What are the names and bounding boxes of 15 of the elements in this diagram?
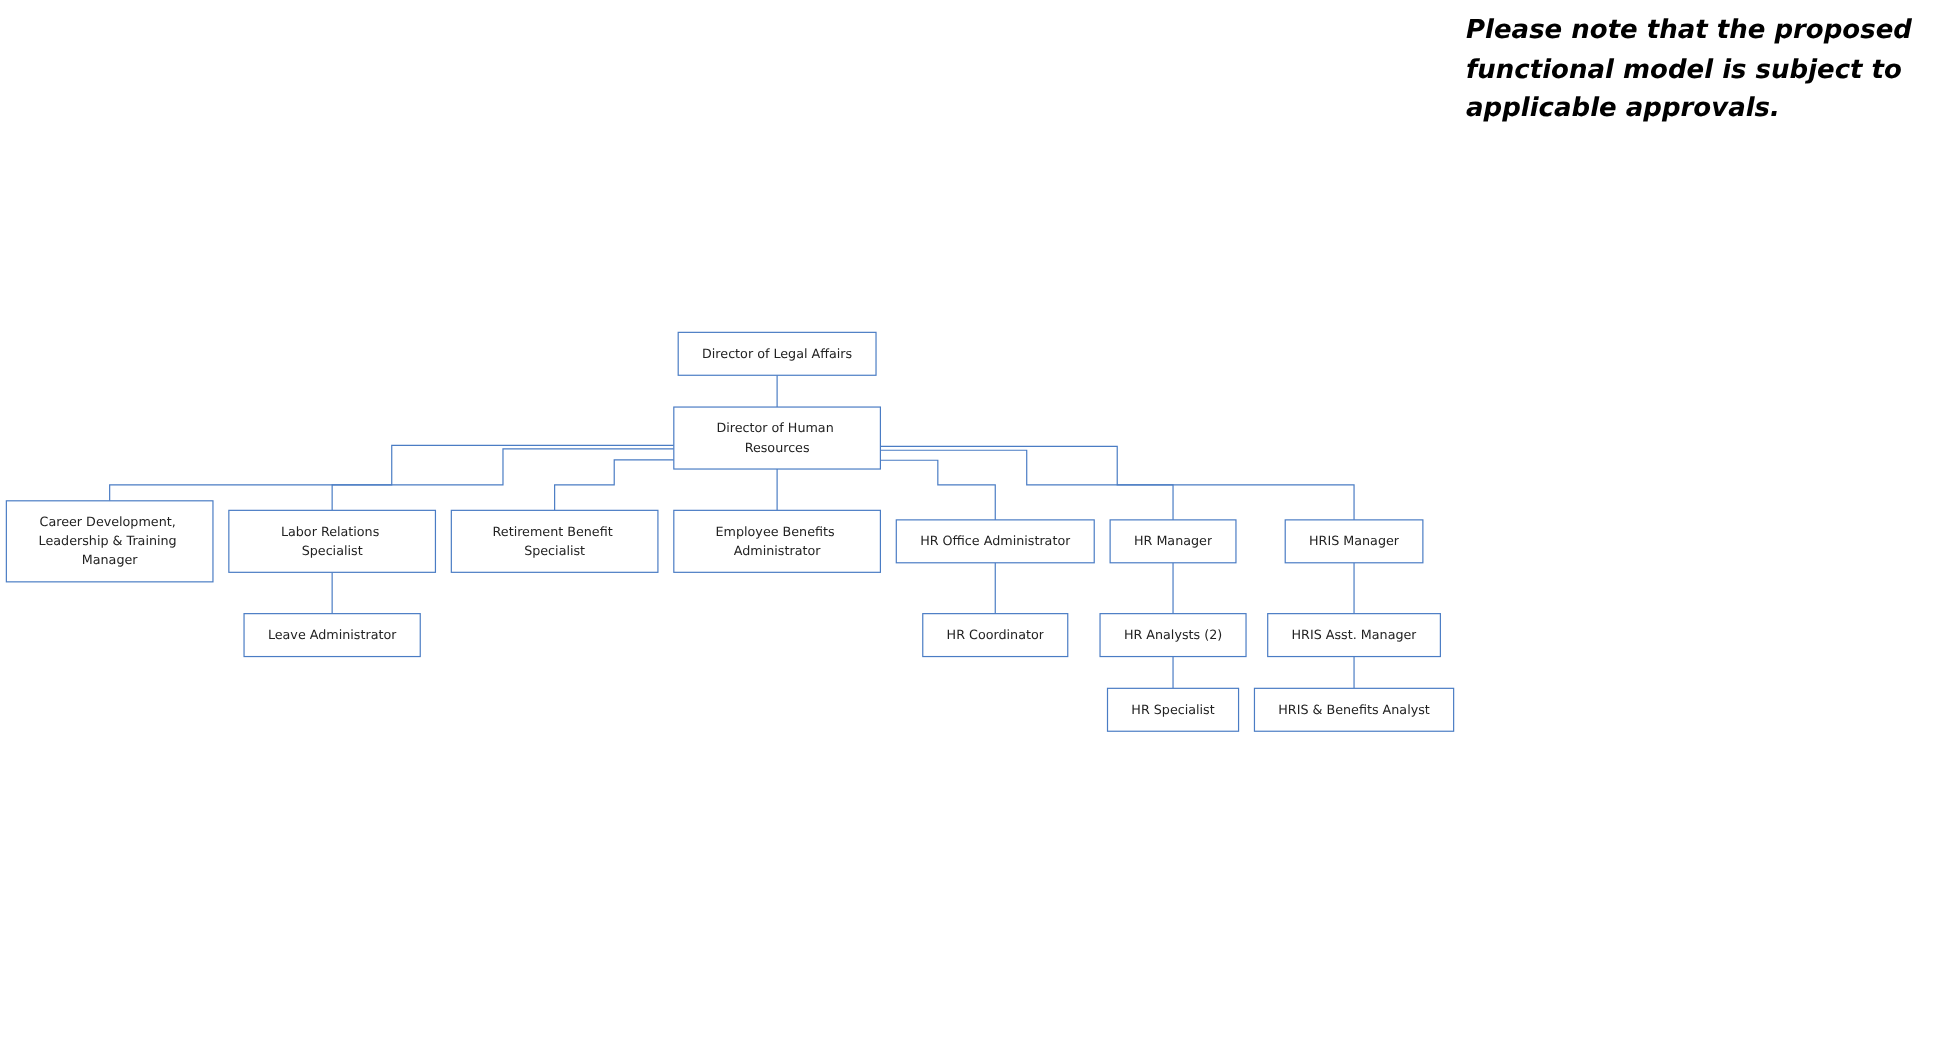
- connector: [879, 448, 1174, 520]
- connector: [1353, 655, 1355, 689]
- connector: [879, 458, 996, 520]
- connector: [776, 373, 778, 407]
- connector: [331, 570, 333, 614]
- connector: [331, 447, 675, 511]
- connector: [1353, 561, 1355, 614]
- connector: [879, 445, 1355, 520]
- connector: [776, 467, 778, 511]
- note-text: Please note that the proposed functional model is subject to applicable approvals.: [1466, 14, 1914, 128]
- connector: [554, 458, 675, 511]
- connector: [994, 561, 996, 614]
- connector: [1172, 561, 1174, 614]
- connector: [1172, 655, 1174, 689]
- connector: [109, 443, 675, 501]
